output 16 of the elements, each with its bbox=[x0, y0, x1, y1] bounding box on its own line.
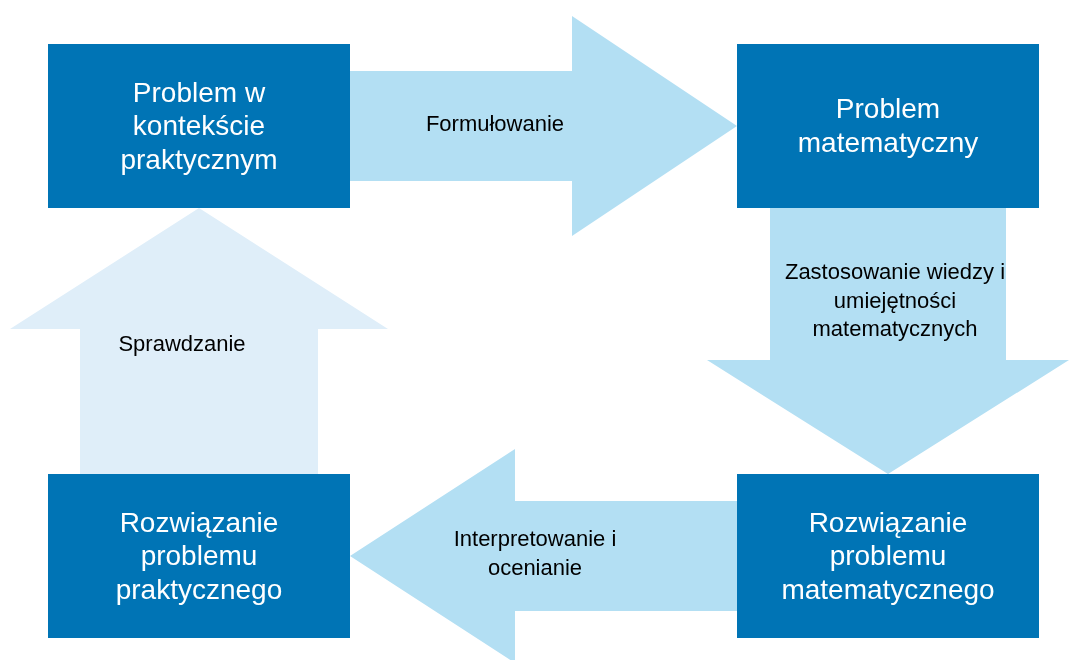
block-arrow bbox=[350, 449, 737, 660]
box-text: Problem matematyczny bbox=[796, 92, 980, 160]
process-box bbox=[48, 44, 350, 208]
block-arrow bbox=[10, 208, 388, 474]
box-text: Rozwiązanie problemu praktycznego bbox=[114, 505, 284, 607]
process-box bbox=[737, 474, 1039, 638]
process-box bbox=[737, 44, 1039, 208]
block-arrow bbox=[350, 16, 737, 236]
edge-label: Interpretowanie i ocenianie bbox=[452, 525, 618, 582]
edge-label: Sprawdzanie bbox=[117, 330, 247, 358]
block-arrow bbox=[707, 208, 1069, 474]
process-box bbox=[48, 474, 350, 638]
edge-label: Zastosowanie wiedzy i umiejętności matematycznych bbox=[783, 258, 1007, 344]
edge-label: Formułowanie bbox=[424, 110, 566, 138]
box-text: Problem w kontekście praktycznym bbox=[119, 75, 279, 177]
box-text: Rozwiązanie problemu matematycznego bbox=[780, 505, 996, 607]
